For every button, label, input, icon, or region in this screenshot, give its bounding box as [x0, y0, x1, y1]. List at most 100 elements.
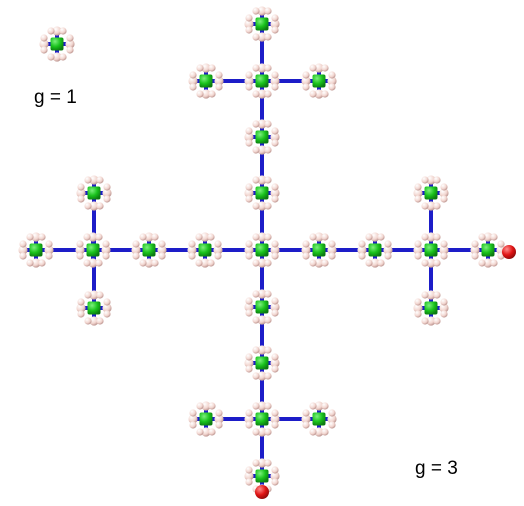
- leaf-node: [257, 119, 267, 129]
- leaf-node: [257, 145, 267, 155]
- leaf-node: [328, 240, 336, 248]
- leaf-node: [365, 259, 373, 267]
- leaf-node: [270, 302, 280, 312]
- leaf-node: [270, 358, 280, 368]
- leaf-node: [31, 232, 41, 242]
- leaf-node: [188, 240, 196, 248]
- leaf-node: [383, 245, 393, 255]
- leaf-node: [45, 240, 53, 248]
- leaf-node: [18, 245, 28, 255]
- leaf-node: [95, 259, 103, 267]
- leaf-node: [302, 240, 310, 248]
- leaf-node: [244, 19, 254, 29]
- label-g1: g = 1: [34, 87, 77, 108]
- leaf-node: [83, 233, 91, 241]
- leaf-node: [257, 315, 267, 325]
- leaf-node: [200, 258, 210, 268]
- leaf-node: [370, 258, 380, 268]
- leaf-node: [271, 466, 279, 474]
- leaf-node: [257, 401, 267, 411]
- leaf-node: [301, 414, 311, 424]
- leaf-node: [252, 7, 260, 15]
- leaf-node: [76, 188, 86, 198]
- leaf-node: [271, 83, 279, 91]
- leaf-node: [52, 26, 62, 36]
- leaf-node: [213, 245, 223, 255]
- leaf-node: [413, 188, 423, 198]
- leaf-node: [302, 83, 310, 91]
- leaf-node: [483, 258, 493, 268]
- leaf-node: [102, 303, 112, 313]
- core-node-lb-dn1: [87, 301, 101, 315]
- leaf-node: [321, 428, 329, 436]
- leaf-node: [301, 245, 311, 255]
- leaf-node: [328, 71, 336, 79]
- leaf-node: [102, 252, 110, 260]
- leaf-node: [426, 201, 436, 211]
- leaf-node: [26, 233, 34, 241]
- leaf-node: [196, 428, 204, 436]
- core-node-h2: [142, 243, 156, 257]
- leaf-node: [245, 71, 253, 79]
- terminal-node-right: [502, 245, 516, 259]
- leaf-node: [439, 245, 449, 255]
- leaf-node: [377, 233, 385, 241]
- leaf-node: [358, 252, 366, 260]
- leaf-node: [302, 409, 310, 417]
- leaf-node: [84, 176, 92, 184]
- leaf-node: [440, 310, 448, 318]
- leaf-node: [103, 195, 111, 203]
- terminal-node-layer: [255, 245, 516, 499]
- leaf-node: [264, 459, 272, 467]
- leaf-node: [257, 32, 267, 42]
- leaf-node: [252, 316, 260, 324]
- core-node-layer: [29, 17, 495, 483]
- core-node-tb-l1: [199, 74, 213, 88]
- leaf-node: [214, 240, 222, 248]
- leaf-node: [264, 146, 272, 154]
- leaf-node: [309, 402, 317, 410]
- leaf-node: [245, 183, 253, 191]
- leaf-node: [83, 259, 91, 267]
- leaf-node: [252, 346, 260, 354]
- leaf-node: [102, 188, 112, 198]
- leaf-node: [328, 409, 336, 417]
- leaf-node: [314, 258, 324, 268]
- leaf-node: [195, 233, 203, 241]
- leaf-node: [384, 252, 392, 260]
- leaf-node: [257, 89, 267, 99]
- leaf-node: [257, 63, 267, 73]
- leaf-node: [189, 83, 197, 91]
- core-node-lb-up1: [87, 186, 101, 200]
- core-node-v8: [255, 469, 269, 483]
- leaf-node: [66, 46, 74, 54]
- leaf-node: [31, 258, 41, 268]
- leaf-node: [271, 139, 279, 147]
- leaf-node: [208, 64, 216, 72]
- leaf-node: [131, 245, 141, 255]
- leaf-node: [433, 291, 441, 299]
- leaf-node: [252, 146, 260, 154]
- leaf-node: [76, 240, 84, 248]
- leaf-node: [84, 202, 92, 210]
- leaf-node: [103, 298, 111, 306]
- leaf-node: [271, 127, 279, 135]
- leaf-node: [244, 132, 254, 142]
- leaf-node: [264, 290, 272, 298]
- leaf-node: [77, 310, 85, 318]
- leaf-node: [426, 290, 436, 300]
- leaf-node: [257, 258, 267, 268]
- leaf-node: [321, 259, 329, 267]
- leaf-node: [245, 139, 253, 147]
- leaf-node: [440, 298, 448, 306]
- leaf-node: [357, 245, 367, 255]
- leaf-node: [196, 402, 204, 410]
- leaf-node: [245, 127, 253, 135]
- leaf-node: [264, 202, 272, 210]
- leaf-node: [139, 233, 147, 241]
- core-node-h0: [29, 243, 43, 257]
- leaf-node: [245, 195, 253, 203]
- leaf-node: [328, 421, 336, 429]
- leaf-node: [47, 27, 55, 35]
- leaf-node: [414, 310, 422, 318]
